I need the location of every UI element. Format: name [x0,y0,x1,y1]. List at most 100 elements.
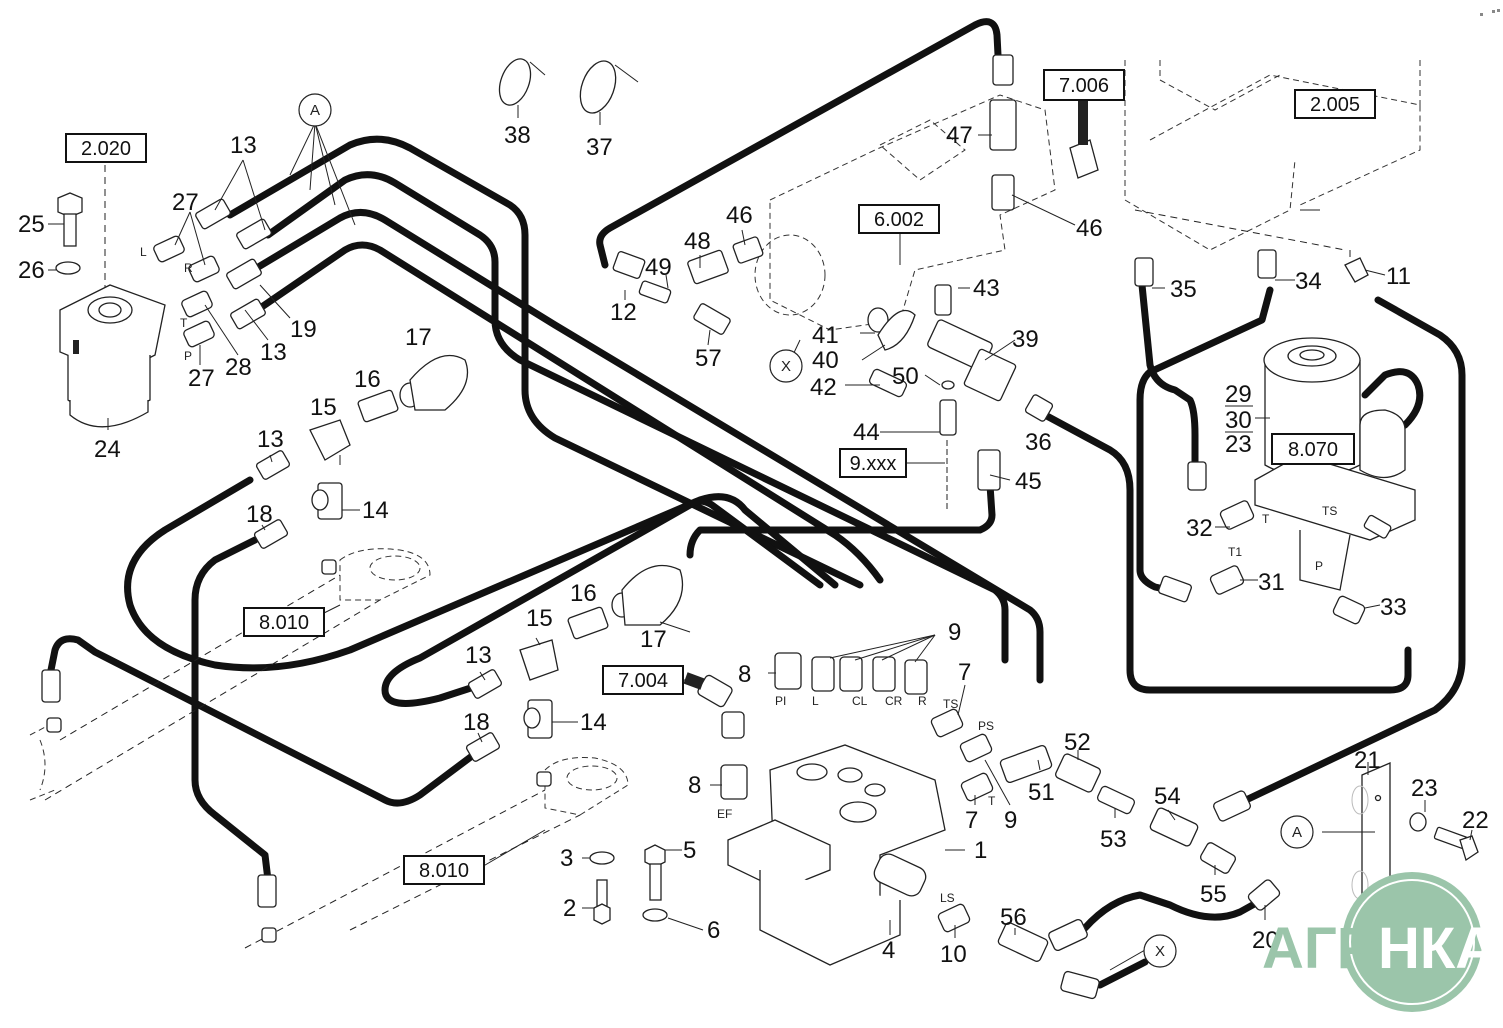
part-clamp-38[interactable] [494,55,537,110]
callout-57[interactable]: 57 [695,345,722,372]
callout-27[interactable]: 27 [172,189,199,216]
part-washer-26[interactable] [55,261,81,275]
callout-31[interactable]: 31 [1258,569,1285,596]
part-valve-block-1[interactable] [727,744,946,966]
callout-11[interactable]: 11 [1386,263,1411,290]
callout-52[interactable]: 52 [1064,729,1091,756]
callout-27[interactable]: 27 [188,365,215,392]
part-bolt-25[interactable] [57,192,83,247]
callout-19[interactable]: 19 [290,316,317,343]
callout-40[interactable]: 40 [812,347,839,374]
callout-34[interactable]: 34 [1295,268,1322,295]
fittings-51-56[interactable] [997,744,1281,1000]
callout-13[interactable]: 13 [257,426,284,453]
callout-1[interactable]: 1 [974,837,987,864]
callout-17[interactable]: 17 [640,626,667,653]
callout-46[interactable]: 46 [1076,215,1103,242]
callout-20[interactable]: 20 [1252,927,1279,954]
callout-26[interactable]: 26 [18,257,45,284]
callout-14[interactable]: 14 [362,497,389,524]
marker-x-top[interactable]: X [769,349,803,383]
callout-14[interactable]: 14 [580,709,607,736]
callout-53[interactable]: 53 [1100,826,1127,853]
callout-29[interactable]: 29 [1225,381,1252,408]
ref-box-8070[interactable]: 8.070 [1271,433,1355,465]
callout-35[interactable]: 35 [1170,276,1197,303]
callout-22[interactable]: 22 [1462,807,1489,834]
callout-13[interactable]: 13 [465,642,492,669]
callout-8[interactable]: 8 [738,661,751,688]
ref-box-8010-upper[interactable]: 8.010 [243,607,325,637]
fittings-27-28[interactable] [153,235,221,348]
callout-18[interactable]: 18 [463,709,490,736]
callout-46[interactable]: 46 [726,202,753,229]
callout-38[interactable]: 38 [504,122,531,149]
callout-15[interactable]: 15 [526,605,553,632]
callout-2[interactable]: 2 [563,895,576,922]
part-bolt-5[interactable] [644,844,666,901]
part-clamp-37[interactable] [574,56,623,118]
callout-23[interactable]: 23 [1225,431,1252,458]
marker-a-bottom[interactable]: A [1280,815,1314,849]
callout-33[interactable]: 33 [1380,594,1407,621]
callout-32[interactable]: 32 [1186,515,1213,542]
callout-4[interactable]: 4 [882,937,895,964]
callout-41[interactable]: 41 [812,322,839,349]
part-bolt-2[interactable] [593,879,611,925]
callout-49[interactable]: 49 [645,254,672,281]
fittings-pump[interactable] [612,54,1099,335]
callout-43[interactable]: 43 [973,275,1000,302]
marker-a-top[interactable]: A [298,93,332,127]
callout-9[interactable]: 9 [1004,807,1017,834]
part-39-block[interactable] [867,284,1054,510]
callout-39[interactable]: 39 [1012,326,1039,353]
callout-5[interactable]: 5 [683,837,696,864]
callout-16[interactable]: 16 [354,366,381,393]
callout-30[interactable]: 30 [1225,407,1252,434]
callout-55[interactable]: 55 [1200,881,1227,908]
callout-16[interactable]: 16 [570,580,597,607]
fittings-14-15-16-17-upper[interactable] [253,354,469,575]
callout-51[interactable]: 51 [1028,779,1055,806]
ref-box-6002[interactable]: 6.002 [858,204,940,234]
ref-box-8010-lower[interactable]: 8.010 [403,855,485,885]
part-washer-23[interactable] [1409,812,1427,832]
callout-21[interactable]: 21 [1354,747,1381,774]
callout-25[interactable]: 25 [18,211,45,238]
callout-36[interactable]: 36 [1025,429,1052,456]
part-bolt-22[interactable] [1433,826,1479,862]
callout-28[interactable]: 28 [225,354,252,381]
marker-x-bottom[interactable]: X [1143,934,1177,968]
callout-7[interactable]: 7 [965,807,978,834]
ref-box-9xxx[interactable]: 9.xxx [839,448,907,478]
callout-10[interactable]: 10 [940,941,967,968]
callout-42[interactable]: 42 [810,374,837,401]
callout-12[interactable]: 12 [610,299,637,326]
callout-6[interactable]: 6 [707,917,720,944]
callout-17[interactable]: 17 [405,324,432,351]
callout-9[interactable]: 9 [948,619,961,646]
callout-13[interactable]: 13 [230,132,257,159]
fittings-31-32-33[interactable] [1134,249,1369,625]
callout-3[interactable]: 3 [560,845,573,872]
callout-45[interactable]: 45 [1015,468,1042,495]
callout-24[interactable]: 24 [94,436,121,463]
ref-box-7006[interactable]: 7.006 [1043,69,1125,101]
callout-54[interactable]: 54 [1154,783,1181,810]
ref-box-2020[interactable]: 2.020 [65,133,147,163]
fittings-14-15-16-17-lower[interactable] [41,564,684,943]
callout-7[interactable]: 7 [958,659,971,686]
port-nipples[interactable] [720,652,994,933]
callout-18[interactable]: 18 [246,501,273,528]
callout-56[interactable]: 56 [1000,904,1027,931]
part-washer-3[interactable] [589,851,615,865]
callout-47[interactable]: 47 [946,122,973,149]
callout-23[interactable]: 23 [1411,775,1438,802]
ref-box-2005[interactable]: 2.005 [1294,89,1376,119]
ref-box-7004[interactable]: 7.004 [602,665,684,695]
callout-37[interactable]: 37 [586,134,613,161]
callout-48[interactable]: 48 [684,228,711,255]
part-elbow-7004[interactable] [683,672,745,739]
callout-15[interactable]: 15 [310,394,337,421]
part-washer-6[interactable] [642,908,668,922]
